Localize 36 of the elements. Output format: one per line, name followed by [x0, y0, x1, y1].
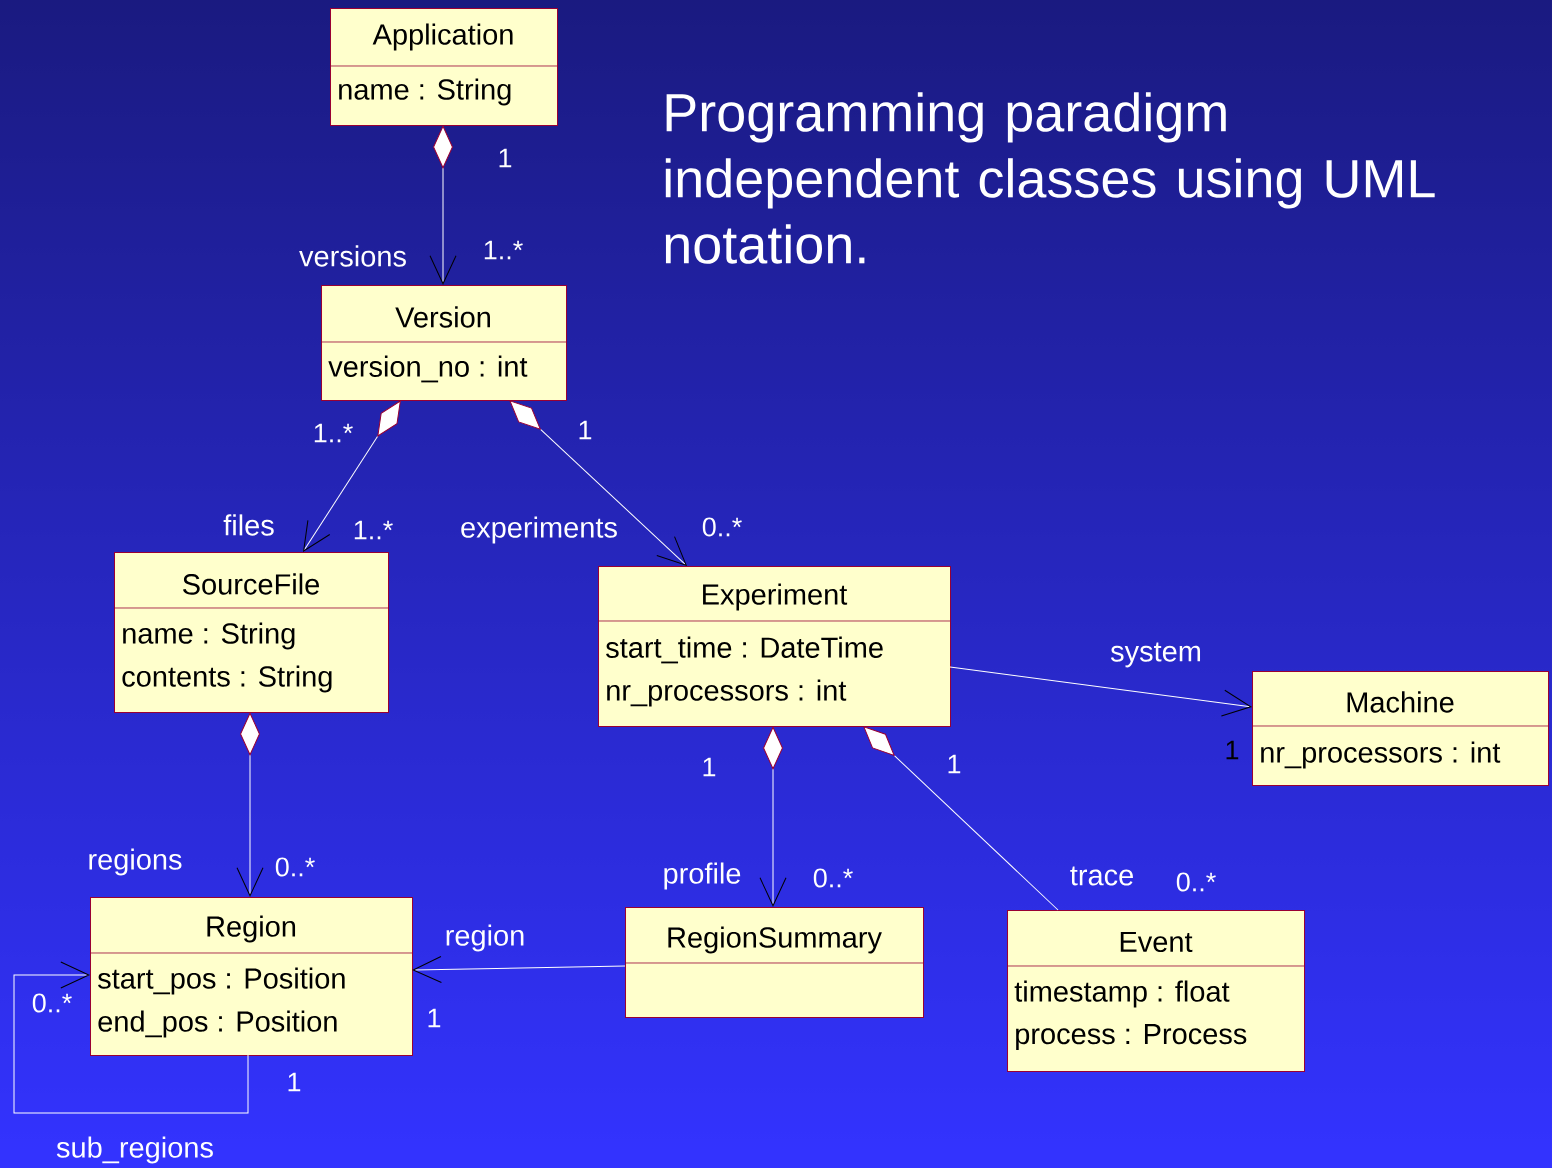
- multiplicity-label: 0..*: [702, 517, 742, 537]
- association-line: [13, 961, 249, 1114]
- role-name: experiments: [461, 516, 617, 544]
- association-line: [509, 400, 687, 566]
- class-box: RegionSummary: [624, 907, 924, 1018]
- multiplicity-label: 1: [703, 757, 716, 777]
- role-name: system: [1110, 642, 1200, 668]
- association-line: [759, 726, 787, 907]
- class-box: Version version_no : int: [320, 285, 567, 401]
- association-line: [412, 955, 626, 983]
- association-line: [236, 712, 264, 897]
- class-box: Machine nr_processors : int: [1251, 671, 1549, 786]
- role-name: region: [446, 924, 524, 952]
- role-name: sub_regions: [56, 1136, 213, 1164]
- association-line: [303, 400, 401, 552]
- multiplicity-label: 1..*: [484, 240, 523, 260]
- class-box: Event timestamp : float process : Process: [1006, 910, 1305, 1072]
- role-name: regions: [89, 848, 182, 876]
- association-line: [429, 125, 457, 285]
- role-name: files: [223, 514, 274, 536]
- multiplicity-label: 1: [948, 754, 961, 774]
- multiplicity-label: 0..*: [275, 857, 315, 877]
- class-box: SourceFile name : String contents : String: [113, 552, 389, 713]
- multiplicity-label: 0..*: [32, 993, 72, 1013]
- class-box: Application name : String: [329, 8, 558, 126]
- role-name: versions: [299, 245, 406, 267]
- class-box: Experiment start_time : DateTime nr_processors : int: [597, 566, 951, 727]
- class-box: Region start_pos : Position end_pos : Position: [89, 897, 413, 1056]
- multiplicity-label: 1: [579, 420, 592, 440]
- title: Programming paradigm independent classes using UML notation.: [665, 92, 1435, 264]
- multiplicity-label: 1..*: [314, 423, 353, 443]
- role-name: profile: [664, 862, 741, 890]
- multiplicity-label: 1..*: [354, 520, 393, 540]
- role-name: trace: [1070, 866, 1133, 886]
- association-line: [863, 726, 1059, 911]
- association-line: [949, 666, 1252, 717]
